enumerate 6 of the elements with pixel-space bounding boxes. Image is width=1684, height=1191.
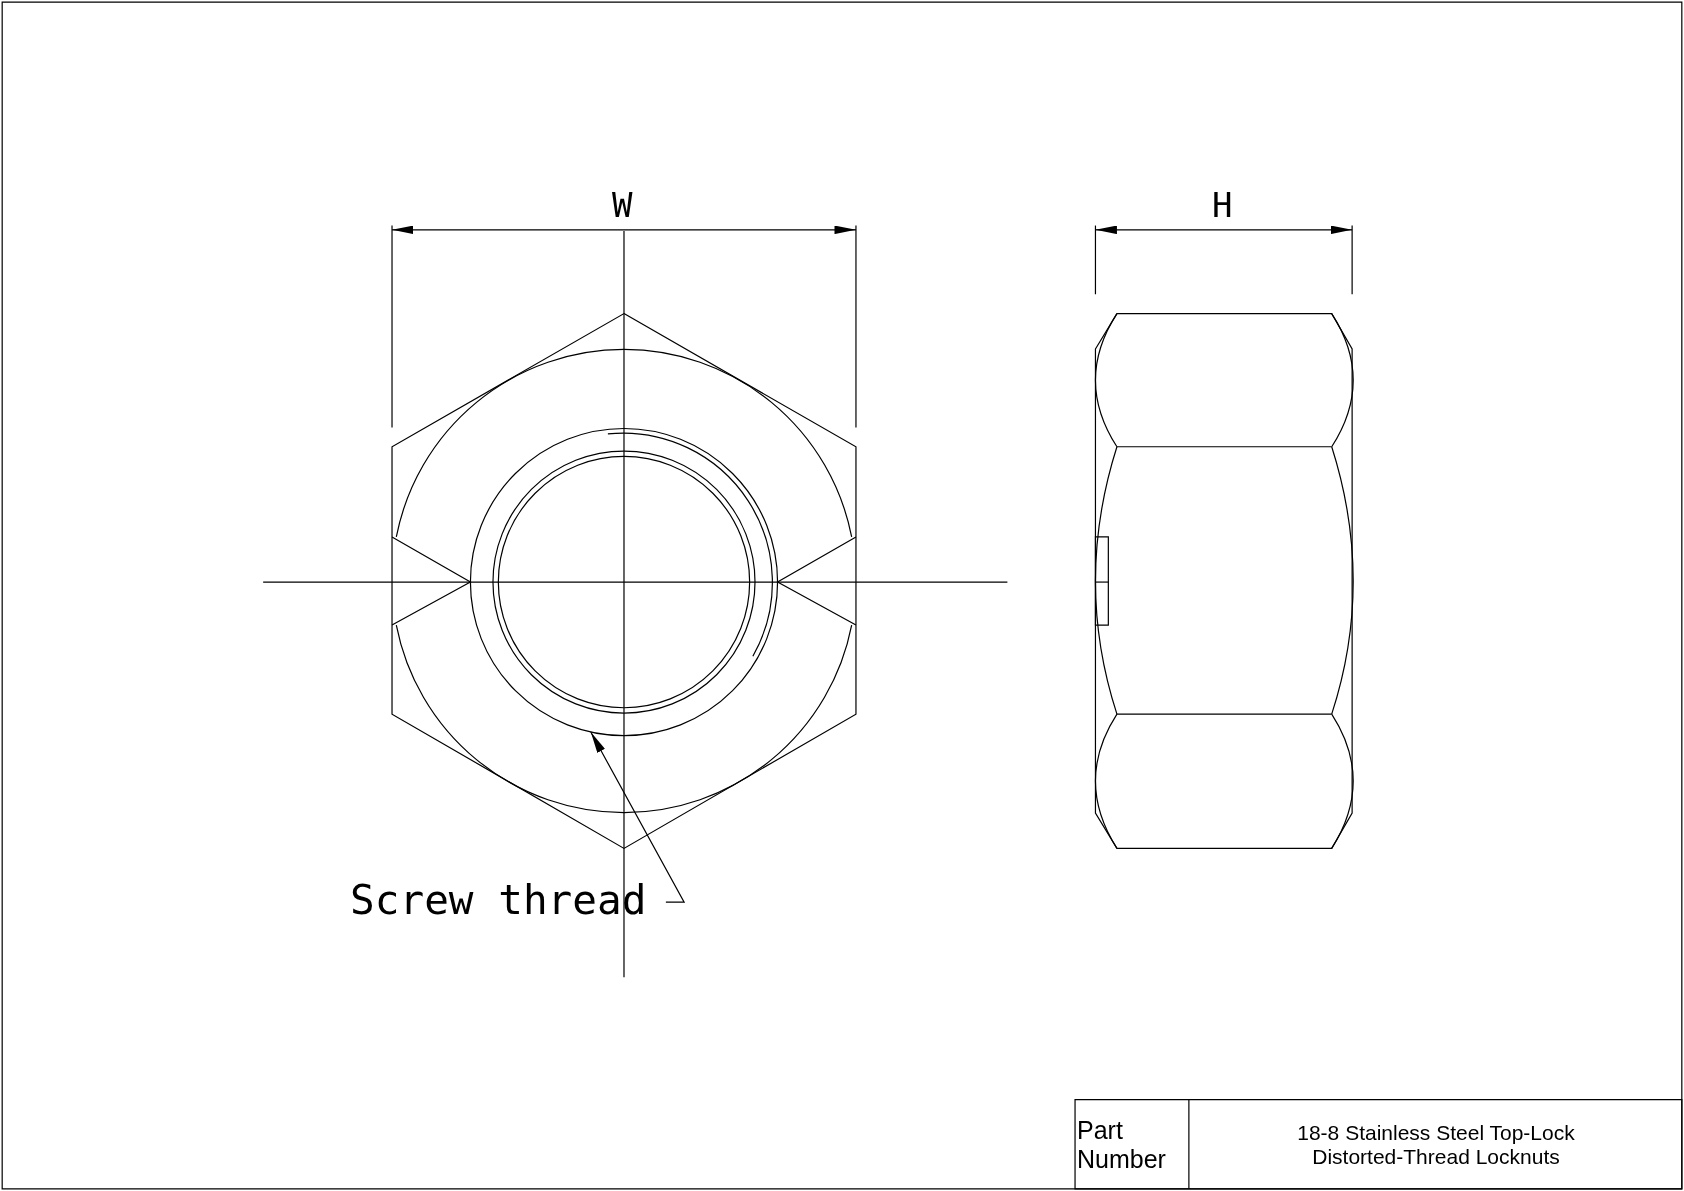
leader-line [590,731,686,903]
table-header: Part Number [1077,1116,1167,1174]
dimension-label: W [612,186,633,226]
thread-circle [469,427,779,737]
part-description: 18-8 Stainless Steel Top-Lock Distorted-Thread Locknuts [1296,1120,1576,1170]
dimension-label: H [1212,186,1233,226]
